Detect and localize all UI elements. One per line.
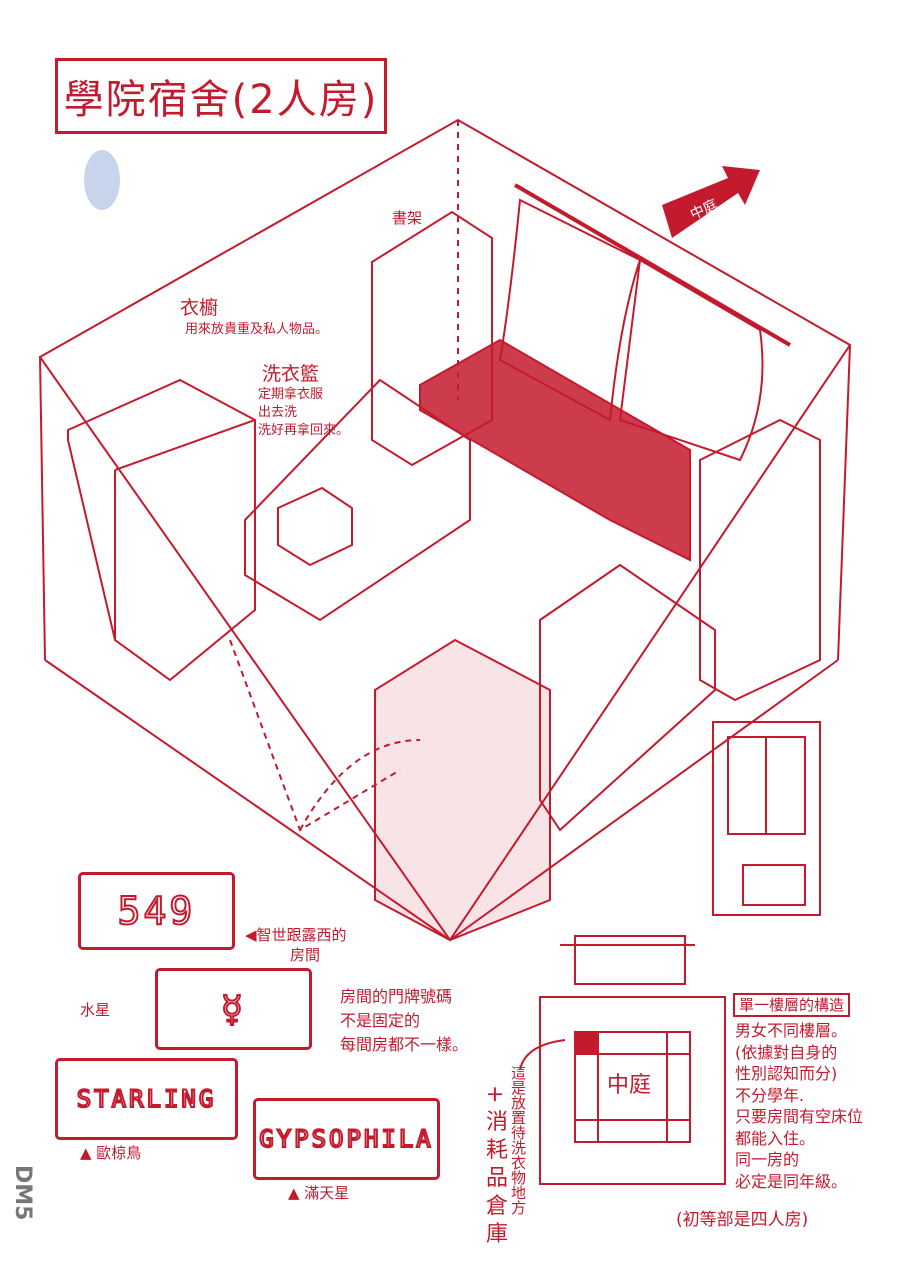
wardrobe-desc: 用來放貴重及私人物品。 (185, 322, 329, 337)
basket-line: 洗好再拿回來。 (258, 423, 350, 438)
structure-notes: 男女不同樓層。 (依據對自身的 性別認知而分) 不分學年. 只要房間有空床位 都… (735, 1020, 863, 1192)
page-title: 學院宿舍(2人房) (55, 58, 387, 134)
door-plate-gypsophila: GYPSOPHILA (253, 1098, 440, 1180)
note-line: 房間的門牌號碼 (340, 987, 453, 1006)
plate-caption-gypsophila: ▲ 滿天星 (288, 1184, 350, 1202)
structure-footer: (初等部是四人房) (676, 1210, 809, 1230)
plate-note: 房間的門牌號碼 不是固定的 每間房都不一樣。 (340, 985, 468, 1057)
note-line: 不分學年. (735, 1085, 805, 1105)
desk (419, 338, 691, 562)
wardrobe (67, 378, 256, 682)
basket-line: 出去洗 (258, 405, 298, 420)
note-line: 只要房間有空床位 (735, 1107, 864, 1126)
note-line: 必定是同年級。 (735, 1171, 848, 1191)
door-plate-mercury: ☿ (155, 968, 312, 1050)
bookshelf-label: 書架 (392, 209, 423, 227)
structure-title: 單一樓層的構造 (733, 993, 851, 1017)
plate-text: GYPSOPHILA (258, 1124, 434, 1154)
note-line: 同一房的 (735, 1150, 800, 1169)
plate-caption-mercury: 水星 (80, 1001, 111, 1019)
floor-courtyard-label: 中庭 (607, 1073, 652, 1098)
caption-line: ◀智世跟露西的 (245, 926, 347, 944)
laundry-basket (277, 486, 353, 567)
storage-note2: +消耗品倉庫 (482, 1085, 507, 1250)
note-line: 不是固定的 (340, 1011, 421, 1030)
floor-inner (574, 1031, 691, 1143)
floor-outer (539, 996, 726, 1185)
bed-left (244, 378, 471, 622)
caption-line: 房間 (290, 946, 321, 964)
watermark-logo: DM5 (10, 1165, 35, 1221)
laundry-basket-desc: 定期拿衣服 出去洗 洗好再拿回來。 (258, 386, 349, 440)
note-line: 男女不同樓層。 (735, 1021, 848, 1040)
courtyard-arrow (662, 166, 760, 238)
door-plate-starling: STARLING (55, 1058, 238, 1140)
plate-text: ☿ (220, 986, 247, 1032)
door-plate-549: 549 (78, 872, 235, 950)
storage-note: 這是放置待洗衣物地方 (509, 1065, 527, 1215)
highlighted-room (574, 1031, 599, 1055)
note-line: (依據對自身的 (735, 1042, 838, 1062)
plate-text: STARLING (76, 1084, 217, 1114)
cabinet-front (374, 638, 551, 942)
bed-right (539, 563, 716, 832)
note-line: 性別認知而分) (735, 1064, 838, 1083)
plate-text: 549 (117, 888, 196, 934)
laundry-basket-title: 洗衣籃 (262, 363, 320, 385)
door-drawing (712, 721, 821, 916)
note-line: 每間房都不一樣。 (340, 1035, 469, 1054)
top-grid (574, 935, 686, 985)
wardrobe-title: 衣櫥 (180, 297, 219, 319)
plate-caption-549: ◀智世跟露西的 房間 (245, 925, 347, 965)
cabinet-right (699, 418, 821, 702)
note-line: 都能入住。 (735, 1128, 816, 1148)
basket-line: 定期拿衣服 (258, 387, 324, 402)
watermark-seal (84, 150, 120, 210)
plate-caption-starling: ▲ 歐椋鳥 (80, 1144, 142, 1162)
